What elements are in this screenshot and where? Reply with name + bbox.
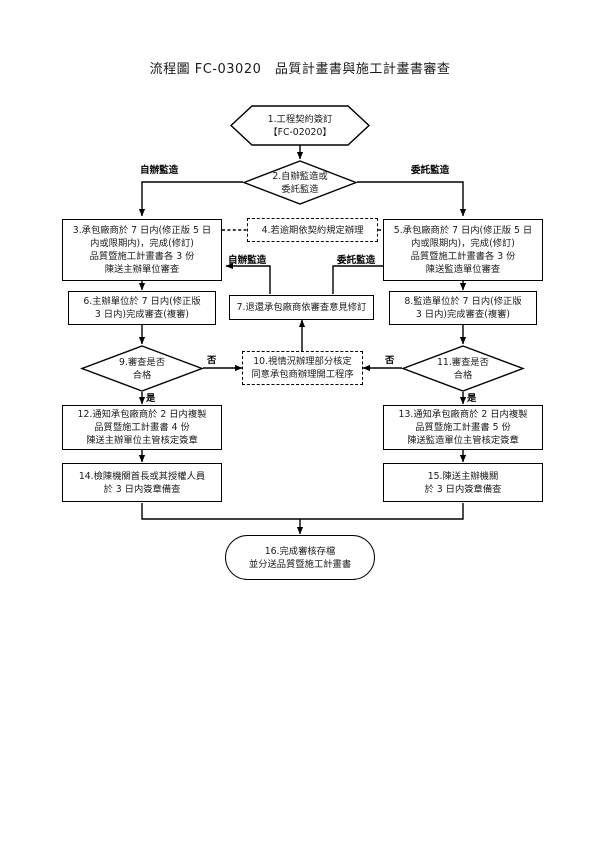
node-3-label: 3.承包廠商於 7 日内(修正版 5 日 内或限期内)，完成(修訂) 品質暨施工…: [72, 225, 212, 275]
node-14-submit-to-agency-head[interactable]: 14.檢陳機關首長或其授權人員 於 3 日内簽章備查: [62, 463, 222, 502]
edge-label-self-supervision-top: 自辦監造: [140, 165, 179, 176]
node-4-label: 4.若逾期依契約規定辦理: [261, 224, 364, 236]
diamond-shape: [242, 160, 358, 205]
node-10-partial-approval[interactable]: 10.視情況辦理部分核定 同意承包商辦理開工程序: [242, 351, 363, 385]
node-2-supervision-decision[interactable]: 2.自辦監造或 委託監造: [242, 160, 358, 205]
node-6-label: 6.主辦單位於 7 日内(修正版 3 日内)完成審查(複審): [83, 296, 201, 320]
edge-label-no-left: 否: [207, 355, 217, 366]
node-14-label: 14.檢陳機關首長或其授權人員 於 3 日内簽章備查: [78, 470, 206, 495]
node-5-label: 5.承包廠商於 7 日内(修正版 5 日 内或限期内)，完成(修訂) 品質暨施工…: [393, 225, 533, 275]
edge-label-self-supervision-mid: 自辦監造: [228, 255, 267, 266]
node-13-label: 13.通知承包廠商於 2 日内複製 品質暨施工計畫書 5 份 陳送監造單位主管核…: [398, 409, 528, 446]
page-title: 流程圖 FC-03020 品質計畫書與施工計畫書審查: [149, 62, 451, 77]
edge-label-yes-left: 是: [146, 393, 156, 404]
node-7-label: 7.退還承包廠商依審查意見修訂: [236, 302, 367, 313]
node-11-review-pass-decision-right[interactable]: 11.審查是否 合格: [401, 345, 525, 392]
node-3-contractor-submit-to-host[interactable]: 3.承包廠商於 7 日内(修正版 5 日 内或限期内)，完成(修訂) 品質暨施工…: [62, 219, 222, 281]
diamond-shape: [401, 345, 525, 392]
node-15-label: 15.陳送主辦機關 於 3 日内簽章備查: [424, 470, 502, 495]
node-10-label: 10.視情況辦理部分核定 同意承包商辦理開工程序: [251, 356, 354, 380]
edge-label-entrusted-supervision-mid: 委託監造: [337, 255, 376, 266]
node-8-supervisor-unit-review[interactable]: 8.監造單位於 7 日内(修正版 3 日内)完成審查(複審): [389, 291, 537, 325]
hexagon-shape: [229, 105, 371, 146]
node-7-return-to-contractor[interactable]: 7.退還承包廠商依審查意見修訂: [229, 295, 374, 320]
node-12-label: 12.通知承包廠商於 2 日内複製 品質暨施工計畫書 4 份 陳送主辦單位主管核…: [77, 409, 207, 446]
node-8-label: 8.監造單位於 7 日内(修正版 3 日内)完成審查(複審): [404, 296, 522, 320]
node-13-notify-contractor-copies-supervisor[interactable]: 13.通知承包廠商於 2 日内複製 品質暨施工計畫書 5 份 陳送監造單位主管核…: [383, 405, 543, 450]
node-6-host-unit-review[interactable]: 6.主辦單位於 7 日内(修正版 3 日内)完成審查(複審): [68, 291, 216, 325]
edge-label-yes-right: 是: [467, 393, 477, 404]
node-9-review-pass-decision-left[interactable]: 9.審查是否 合格: [80, 345, 204, 392]
node-15-submit-to-host-agency[interactable]: 15.陳送主辦機關 於 3 日内簽章備查: [383, 463, 543, 502]
edge-label-entrusted-supervision-top: 委託監造: [411, 165, 450, 176]
node-16-label: 16.完成審核存檔 並分送品質暨施工計畫書: [248, 545, 352, 570]
diamond-shape: [80, 345, 204, 392]
edge-label-no-right: 否: [385, 355, 395, 366]
node-1-contract-signing[interactable]: 1.工程契約簽訂 【FC-02020】: [229, 105, 371, 146]
node-16-complete-review-archive[interactable]: 16.完成審核存檔 並分送品質暨施工計畫書: [225, 535, 375, 580]
node-5-contractor-submit-to-supervisor[interactable]: 5.承包廠商於 7 日内(修正版 5 日 内或限期内)，完成(修訂) 品質暨施工…: [383, 219, 543, 281]
node-12-notify-contractor-copies-host[interactable]: 12.通知承包廠商於 2 日内複製 品質暨施工計畫書 4 份 陳送主辦單位主管核…: [62, 405, 222, 450]
node-4-overdue-contract-clause[interactable]: 4.若逾期依契約規定辦理: [247, 218, 378, 242]
